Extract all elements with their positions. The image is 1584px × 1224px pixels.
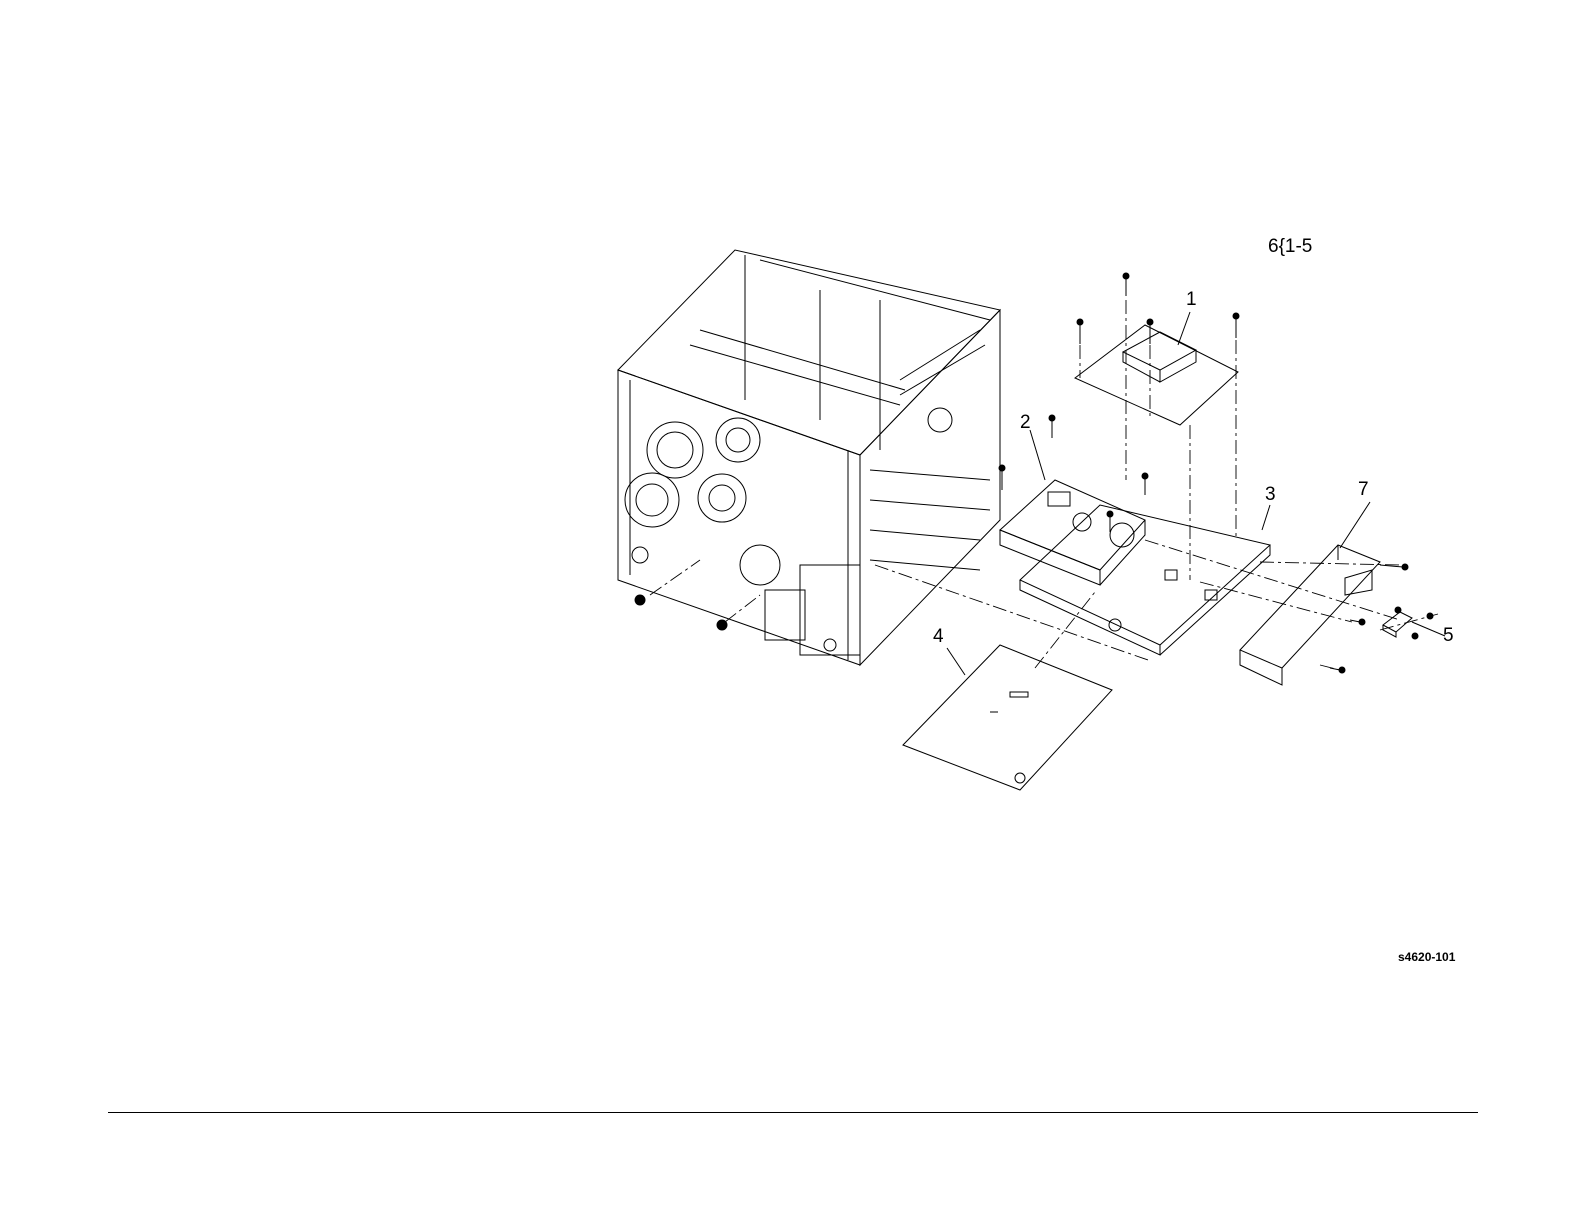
- callout-1: 1: [1186, 290, 1197, 309]
- callout-7: 7: [1358, 480, 1369, 499]
- printer-chassis: [618, 250, 1000, 665]
- figure-id: s4620-101: [1398, 950, 1455, 964]
- callout-3: 3: [1265, 485, 1276, 504]
- callout-leaders: [947, 312, 1445, 675]
- part-5-connector: [1383, 607, 1433, 639]
- footer-rule: [108, 1112, 1478, 1113]
- group-label: 6{1-5: [1268, 237, 1312, 256]
- callout-2: 2: [1020, 413, 1031, 432]
- part-4-cover-sheet: [903, 645, 1112, 790]
- assembly-lines: [650, 300, 1438, 670]
- part-2-power-supply: [999, 415, 1148, 585]
- callout-4: 4: [933, 627, 944, 646]
- part-1-board: [1075, 325, 1238, 425]
- callout-5: 5: [1443, 626, 1454, 645]
- chassis-screws: [635, 595, 727, 630]
